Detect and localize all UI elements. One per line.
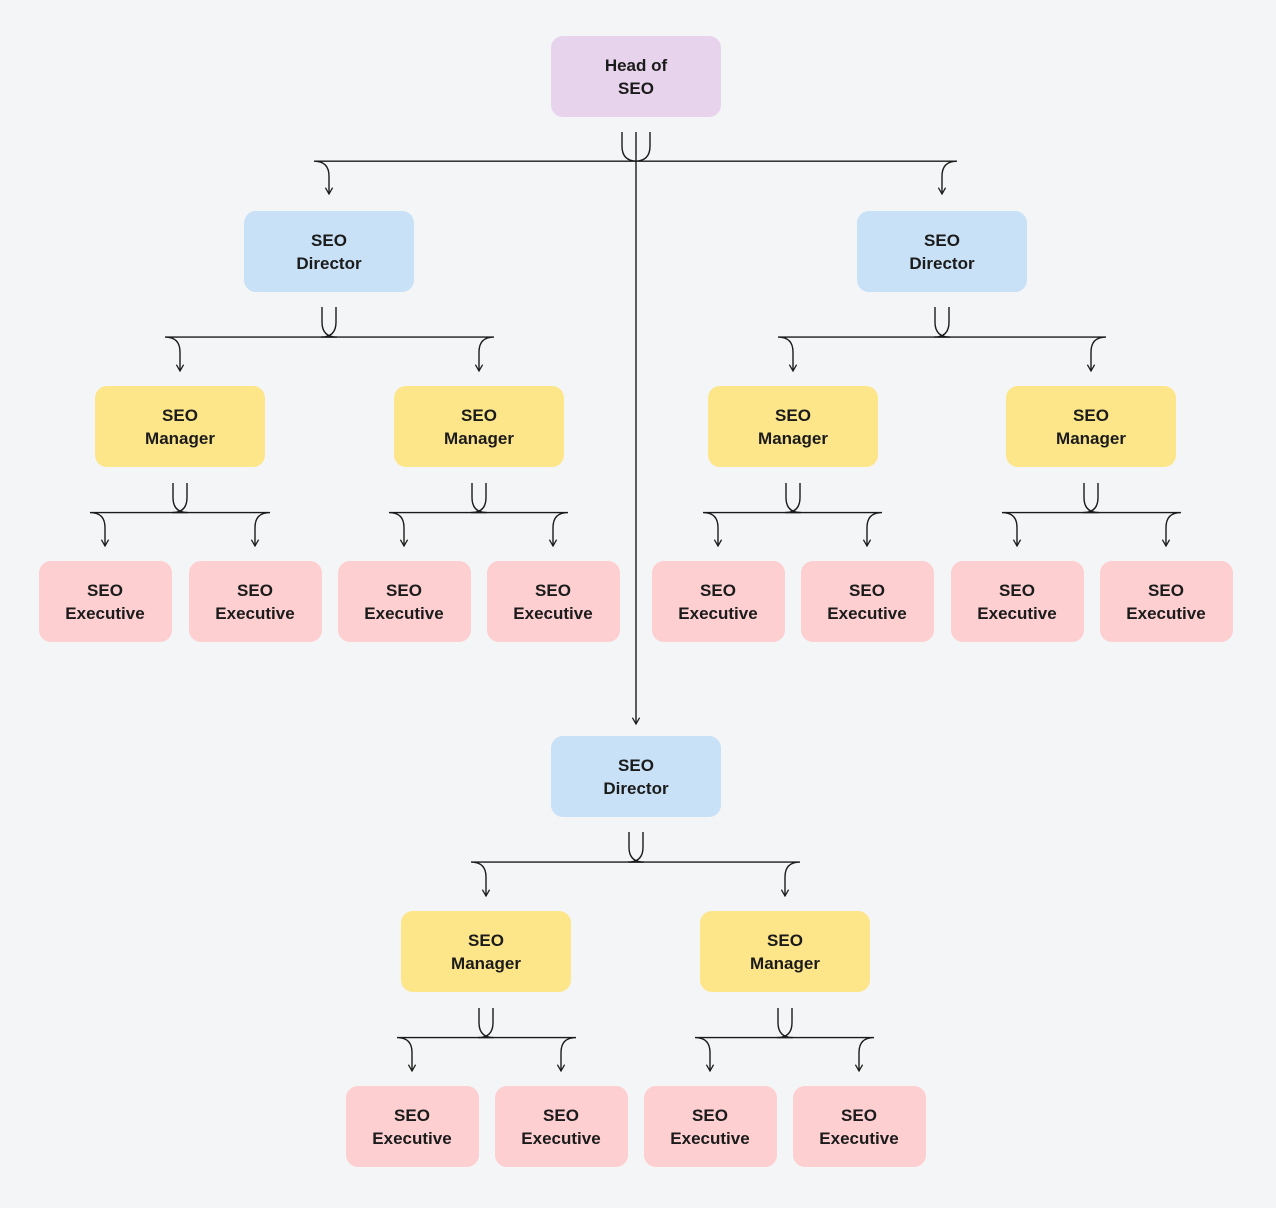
director-label-line2: Director <box>603 778 669 798</box>
seo-executive-node-3-2-2: SEO Executive <box>792 1086 926 1167</box>
executive-label-line2: Executive <box>513 603 593 623</box>
seo-manager-node-2-2: SEO Manager <box>1006 386 1176 467</box>
director-label-line1: SEO <box>311 230 347 250</box>
director-label-line2: Director <box>909 253 975 273</box>
head-of-seo-node: Head of SEO <box>551 36 721 117</box>
executive-label-line2: Executive <box>521 1128 601 1148</box>
manager-label-line1: SEO <box>1073 405 1109 425</box>
connector-head-to-director-2 <box>634 132 958 196</box>
seo-director-node-1: SEO Director <box>244 211 414 292</box>
seo-director-node-3: SEO Director <box>551 736 721 817</box>
executive-label-line1: SEO <box>999 580 1035 600</box>
executive-label-line1: SEO <box>692 1105 728 1125</box>
connector-manager-3-1-to-executive-1 <box>396 1008 495 1073</box>
manager-label-line1: SEO <box>468 930 504 950</box>
connector-manager-3-2-to-executive-1 <box>694 1008 794 1073</box>
connector-manager-1-1-to-executive-1 <box>89 483 189 548</box>
manager-label-line1: SEO <box>162 405 198 425</box>
seo-manager-node-3-1: SEO Manager <box>401 911 571 992</box>
seo-executive-node-2-1-1: SEO Executive <box>651 561 785 642</box>
seo-manager-node-1-1: SEO Manager <box>95 386 265 467</box>
manager-label-line1: SEO <box>461 405 497 425</box>
manager-label-line2: Manager <box>1056 428 1126 448</box>
connector-manager-3-2-to-executive-2 <box>776 1008 875 1073</box>
manager-label-line2: Manager <box>758 428 828 448</box>
head-label-line1: Head of <box>604 55 668 75</box>
seo-executive-node-1-1-1: SEO Executive <box>38 561 172 642</box>
director-label-line1: SEO <box>924 230 960 250</box>
seo-manager-node-3-2: SEO Manager <box>700 911 870 992</box>
connector-manager-3-1-to-executive-2 <box>477 1008 577 1073</box>
connector-director-3-to-manager-1 <box>470 832 645 898</box>
executive-label-line1: SEO <box>700 580 736 600</box>
executive-label-line1: SEO <box>87 580 123 600</box>
connector-manager-2-2-to-executive-2 <box>1082 483 1182 548</box>
manager-label-line2: Manager <box>444 428 514 448</box>
connector-director-3-to-manager-2 <box>627 832 801 898</box>
connector-head-to-director-1 <box>313 132 638 196</box>
connector-manager-1-1-to-executive-2 <box>171 483 271 548</box>
seo-manager-node-2-1: SEO Manager <box>708 386 878 467</box>
seo-executive-node-1-1-2: SEO Executive <box>188 561 322 642</box>
seo-executive-node-2-1-2: SEO Executive <box>800 561 934 642</box>
executive-label-line1: SEO <box>394 1105 430 1125</box>
executive-label-line1: SEO <box>841 1105 877 1125</box>
connector-manager-2-1-to-executive-2 <box>784 483 883 548</box>
executive-label-line1: SEO <box>849 580 885 600</box>
executive-label-line1: SEO <box>1148 580 1184 600</box>
seo-executive-node-3-2-1: SEO Executive <box>643 1086 777 1167</box>
connector-director-2-to-manager-2 <box>933 307 1107 373</box>
executive-label-line1: SEO <box>386 580 422 600</box>
connector-manager-1-2-to-executive-2 <box>470 483 569 548</box>
executive-label-line1: SEO <box>535 580 571 600</box>
executive-label-line2: Executive <box>819 1128 899 1148</box>
connector-manager-2-1-to-executive-1 <box>702 483 802 548</box>
connector-director-1-to-manager-2 <box>320 307 495 373</box>
executive-label-line2: Executive <box>372 1128 452 1148</box>
connector-director-2-to-manager-1 <box>777 307 951 373</box>
executive-label-line2: Executive <box>364 603 444 623</box>
connector-director-1-to-manager-1 <box>164 307 338 373</box>
seo-executive-node-2-2-2: SEO Executive <box>1099 561 1233 642</box>
manager-label-line2: Manager <box>145 428 215 448</box>
executive-label-line2: Executive <box>1126 603 1206 623</box>
seo-manager-node-1-2: SEO Manager <box>394 386 564 467</box>
executive-label-line2: Executive <box>215 603 295 623</box>
connector-manager-2-2-to-executive-1 <box>1001 483 1100 548</box>
executive-label-line2: Executive <box>65 603 145 623</box>
seo-executive-node-2-2-1: SEO Executive <box>950 561 1084 642</box>
executive-label-line1: SEO <box>543 1105 579 1125</box>
head-label-line2: SEO <box>618 78 654 98</box>
seo-executive-node-3-1-2: SEO Executive <box>494 1086 628 1167</box>
director-label-line1: SEO <box>618 755 654 775</box>
seo-executive-node-1-2-1: SEO Executive <box>337 561 471 642</box>
executive-label-line2: Executive <box>827 603 907 623</box>
executive-label-line1: SEO <box>237 580 273 600</box>
executive-label-line2: Executive <box>977 603 1057 623</box>
manager-label-line1: SEO <box>775 405 811 425</box>
seo-executive-node-3-1-1: SEO Executive <box>345 1086 479 1167</box>
executive-label-line2: Executive <box>670 1128 750 1148</box>
seo-director-node-2: SEO Director <box>857 211 1027 292</box>
manager-label-line1: SEO <box>767 930 803 950</box>
manager-label-line2: Manager <box>451 953 521 973</box>
connector-manager-1-2-to-executive-1 <box>388 483 488 548</box>
manager-label-line2: Manager <box>750 953 820 973</box>
executive-label-line2: Executive <box>678 603 758 623</box>
seo-executive-node-1-2-2: SEO Executive <box>486 561 620 642</box>
director-label-line2: Director <box>296 253 362 273</box>
